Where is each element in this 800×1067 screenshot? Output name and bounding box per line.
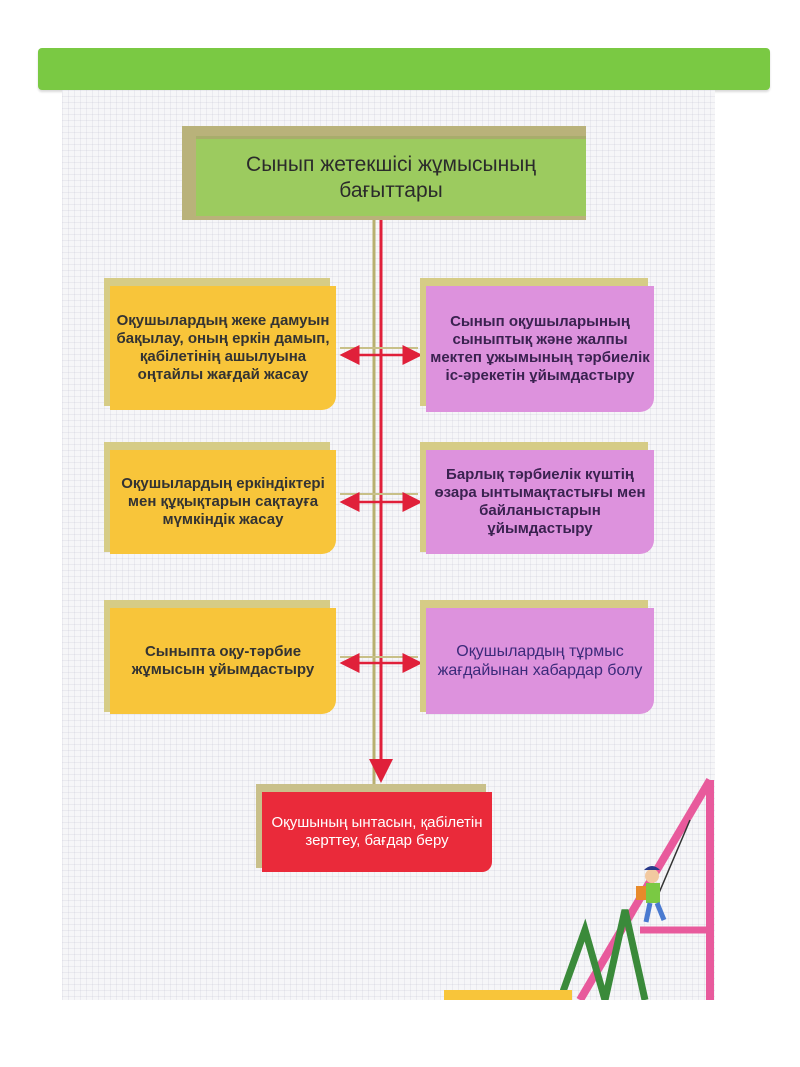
diagram-title: Сынып жетекшісі жұмысының бағыттары — [196, 136, 586, 216]
header-bar — [38, 48, 770, 90]
climber-illustration — [560, 777, 714, 1000]
left-box-2: Оқушылардың еркіндіктері мен құқықтарын … — [110, 450, 336, 554]
right-box-3: Оқушылардың тұрмыс жағдайынан хабардар б… — [426, 608, 654, 714]
right-box-1: Сынып оқушыларының сыныптық және жалпы м… — [426, 286, 654, 412]
left-box-1: Оқушылардың жеке дамуын бақылау, оның ер… — [110, 286, 336, 410]
bottom-strip — [444, 990, 572, 1000]
bottom-box: Оқушының ынтасын, қабілетін зерттеу, бағ… — [262, 792, 492, 872]
right-box-2: Барлық тәрбиелік күштің өзара ынтымақтас… — [426, 450, 654, 554]
left-box-3: Сыныпта оқу-тәрбие жұмысын ұйымдастыру — [110, 608, 336, 714]
